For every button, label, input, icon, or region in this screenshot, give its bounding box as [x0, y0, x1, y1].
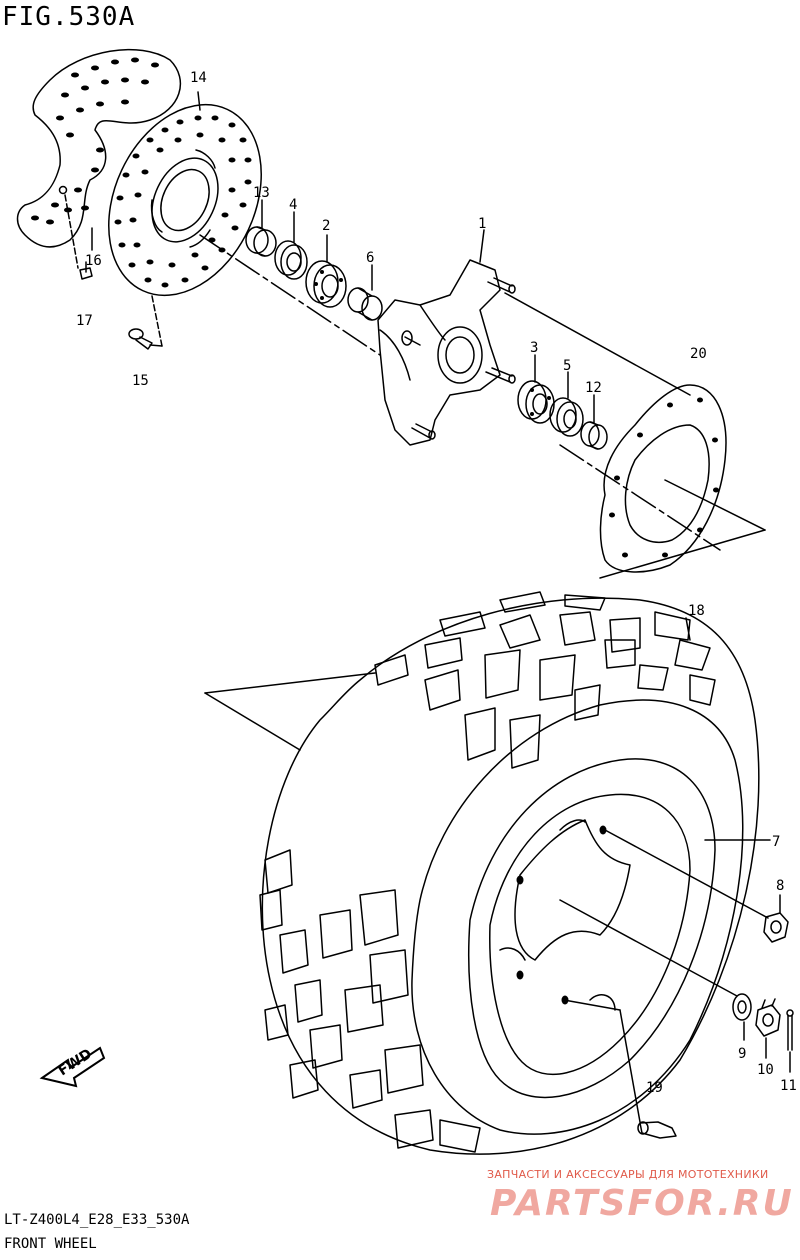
bolt-15-part[interactable]	[128, 295, 163, 350]
wheel-hub-1-part[interactable]	[377, 259, 516, 446]
valve-19-part[interactable]	[637, 1121, 677, 1139]
callout-4[interactable]: 4	[289, 197, 297, 213]
hub-stud	[485, 367, 516, 384]
wheel-rim-7-part[interactable]	[468, 758, 716, 1099]
callout-13[interactable]: 13	[253, 185, 270, 201]
forward-direction-arrow: FWD	[39, 1046, 106, 1088]
washer-9-part[interactable]	[732, 993, 752, 1021]
callout-17[interactable]: 17	[76, 313, 93, 329]
section-name: FRONT WHEEL	[4, 1236, 97, 1252]
watermark-logo: PARTSFOR.RU	[490, 1183, 794, 1224]
callout-6[interactable]: 6	[366, 250, 374, 266]
figure-title: FIG.530A	[2, 2, 136, 32]
cotter-pin-11-part[interactable]	[786, 1009, 794, 1051]
bearing-2-part[interactable]	[305, 260, 347, 308]
watermark-tagline: ЗАПЧАСТИ И АКСЕССУАРЫ ДЛЯ МОТОТЕХНИКИ	[487, 1168, 769, 1181]
callout-12[interactable]: 12	[585, 380, 602, 396]
callout-9[interactable]: 9	[738, 1046, 746, 1062]
callout-7[interactable]: 7	[772, 834, 780, 850]
screw-17-part[interactable]	[64, 194, 93, 280]
callout-15[interactable]: 15	[132, 373, 149, 389]
spacer-plate-20-part[interactable]	[599, 384, 727, 573]
callout-5[interactable]: 5	[563, 358, 571, 374]
spacer-6-part[interactable]	[347, 287, 383, 321]
callout-8[interactable]: 8	[776, 878, 784, 894]
callout-1[interactable]: 1	[478, 216, 486, 232]
hub-stud	[401, 330, 421, 346]
callout-3[interactable]: 3	[530, 340, 538, 356]
callout-14[interactable]: 14	[190, 70, 207, 86]
oil-seal-5-part[interactable]	[549, 397, 584, 437]
collar-13-part[interactable]	[245, 226, 277, 257]
model-code: LT-Z400L4_E28_E33_530A	[4, 1212, 190, 1228]
callout-20[interactable]: 20	[690, 346, 707, 362]
oil-seal-4-part[interactable]	[274, 240, 308, 280]
disc-guard-part[interactable]	[16, 48, 181, 248]
castle-nut-10-part[interactable]	[755, 998, 781, 1037]
callout-18[interactable]: 18	[688, 603, 705, 619]
callout-19[interactable]: 19	[646, 1080, 663, 1096]
brake-disc-part[interactable]	[79, 80, 290, 320]
collar-12-part[interactable]	[580, 421, 608, 450]
callout-16[interactable]: 16	[85, 253, 102, 269]
callout-11[interactable]: 11	[780, 1078, 797, 1094]
tire-tread	[259, 591, 716, 1153]
hub-stud	[487, 277, 516, 294]
tire-18-part[interactable]	[261, 597, 760, 1155]
hub-stud	[411, 423, 436, 440]
bearing-3-part[interactable]	[517, 380, 555, 424]
callout-10[interactable]: 10	[757, 1062, 774, 1078]
callout-2[interactable]: 2	[322, 218, 330, 234]
